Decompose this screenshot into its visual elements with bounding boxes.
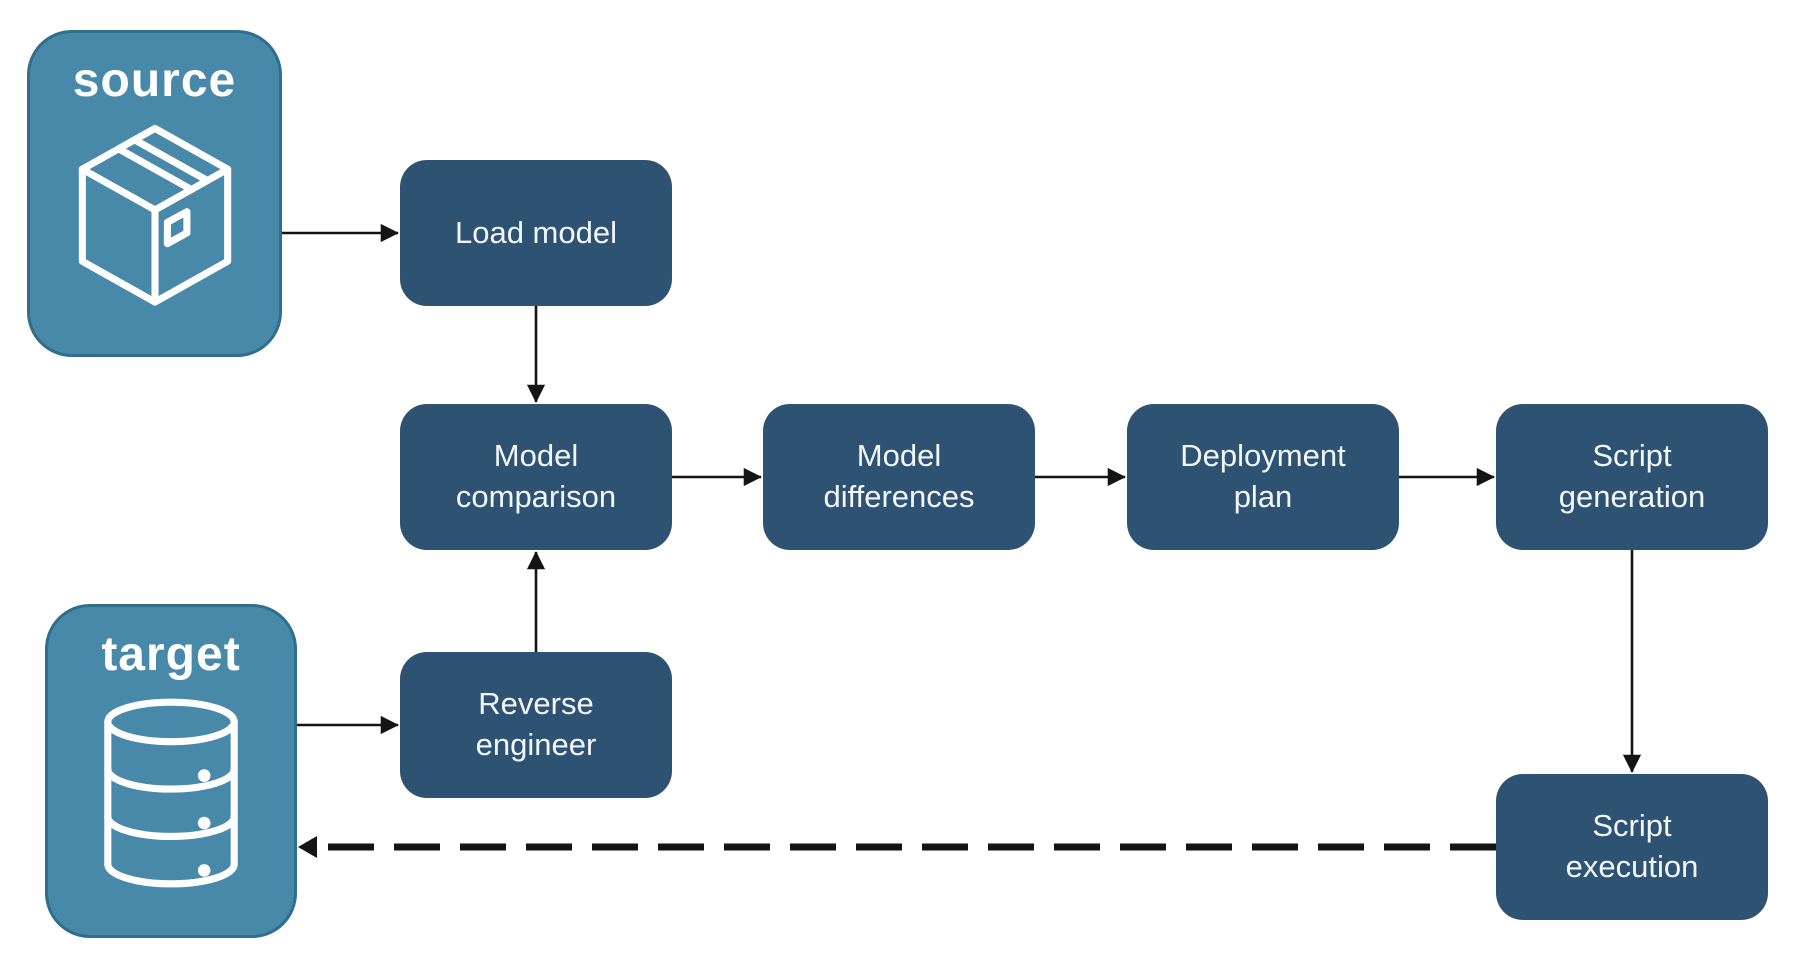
node-load-model: Load model <box>400 160 672 306</box>
endpoint-source: source <box>27 30 282 357</box>
database-icon <box>104 698 238 888</box>
node-label: Model comparison <box>455 438 617 514</box>
node-script-generation: Script generation <box>1496 404 1768 550</box>
node-label: Script execution <box>1565 808 1699 884</box>
node-model-comparison: Model comparison <box>400 404 672 550</box>
package-icon <box>78 124 231 306</box>
dashed-arrowhead <box>298 836 317 858</box>
node-label: Script generation <box>1558 438 1706 514</box>
database-dots <box>197 769 211 877</box>
node-reverse-engineer: Reverse engineer <box>400 652 672 798</box>
node-deployment-plan: Deployment plan <box>1127 404 1399 550</box>
node-label: Deployment plan <box>1180 438 1346 514</box>
endpoint-target: target <box>45 604 297 938</box>
node-label: Model differences <box>823 438 975 514</box>
node-label: Load model <box>454 214 617 250</box>
target-label: target <box>101 628 241 681</box>
node-script-execution: Script execution <box>1496 774 1768 920</box>
node-model-differences: Model differences <box>763 404 1035 550</box>
node-label: Reverse engineer <box>475 686 597 762</box>
source-label: source <box>72 54 237 107</box>
